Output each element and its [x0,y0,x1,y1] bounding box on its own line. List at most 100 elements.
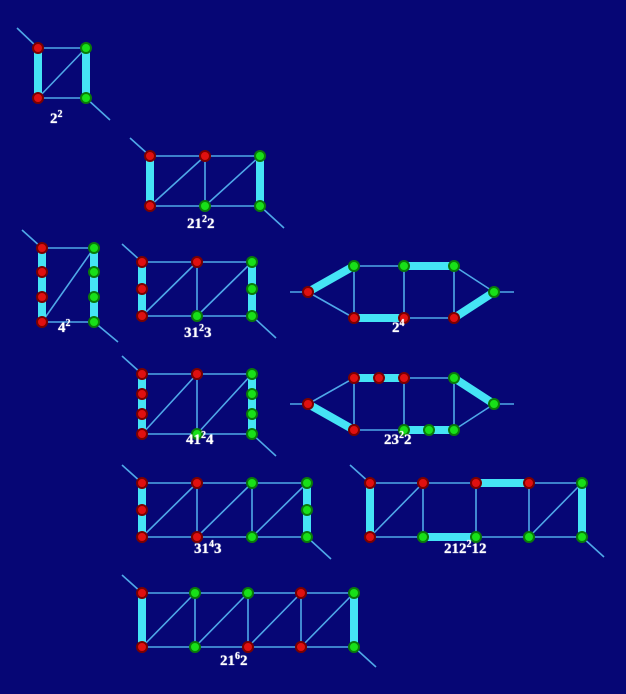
node-green [301,531,313,543]
node-green [254,150,266,162]
node-green [348,260,360,272]
node-red [348,372,360,384]
node-green [246,428,258,440]
node-green [576,477,588,489]
node-red [295,587,307,599]
label-superscript: 4 [399,318,405,329]
figure-41-2-4 [121,355,318,464]
node-red [523,477,535,489]
nodes [36,242,100,328]
figure-label-212-2-12: 212212 [444,539,487,558]
node-red [191,256,203,268]
thick-edges [306,262,497,322]
figure-label-2-2: 22 [50,110,63,128]
node-green [246,256,258,268]
node-red [295,641,307,653]
label-tail: 3 [204,325,212,341]
label-tail: 2 [207,216,215,232]
node-green [246,310,258,322]
node-red [36,316,48,328]
node-green [417,531,429,543]
node-red [398,372,410,384]
node-green [448,372,460,384]
label-tail: 2 [240,653,248,669]
node-red [191,477,203,489]
node-red [348,312,360,324]
thin-edges [141,373,253,435]
node-green [254,200,266,212]
node-green [348,587,360,599]
node-green [448,424,460,436]
nodes [136,256,258,322]
figure-label-2-4: 24 [392,318,405,337]
node-red [136,256,148,268]
nodes [302,372,500,436]
label-superscript: 2 [466,539,472,550]
label-superscript: 2 [65,318,71,329]
label-base: 21 [220,653,235,669]
node-red [364,531,376,543]
node-red [136,388,148,400]
node-green [246,388,258,400]
node-green [88,291,100,303]
figure-212-2-12 [349,464,606,573]
thick-edges [366,479,586,541]
node-green [242,587,254,599]
figure-23-2-2 [286,362,526,452]
label-base: 2 [392,320,400,336]
node-green [80,42,92,54]
figure-21-2-2 [129,137,326,246]
nodes [136,368,258,440]
node-green [576,531,588,543]
node-green [448,260,460,272]
node-red [191,368,203,380]
node-red [144,150,156,162]
node-green [246,531,258,543]
label-base: 41 [186,432,201,448]
node-green [88,316,100,328]
label-superscript: 2 [199,323,204,334]
node-red [302,286,314,298]
figure-31-4-3 [121,464,368,573]
node-green [246,408,258,420]
node-green [423,424,435,436]
node-green [88,266,100,278]
nodes [144,150,266,212]
label-base: 31 [184,325,199,341]
thick-edges [138,374,256,434]
nodes [302,260,500,324]
node-red [136,477,148,489]
figure-label-23-2-2: 2322 [384,431,412,449]
label-base: 2 [50,111,58,127]
node-green [301,504,313,516]
thin-edges [307,377,495,431]
node-green [523,531,535,543]
figure-label-21-2-2: 2122 [187,215,215,233]
node-red [32,42,44,54]
node-green [199,200,211,212]
node-red [136,641,148,653]
label-superscript: 6 [235,651,240,662]
tails [121,464,332,560]
nodes [136,477,313,543]
label-tail: 4 [206,432,214,448]
thin-edges [141,482,308,538]
thick-edges [146,156,264,206]
figure-21-6-2 [121,574,378,683]
node-red [398,312,410,324]
label-base: 23 [384,432,399,448]
node-red [373,372,385,384]
node-green [189,587,201,599]
node-red [136,531,148,543]
node-red [302,398,314,410]
figure-label-41-2-4: 4124 [186,431,214,449]
figure-label-4-2: 42 [58,318,71,337]
node-red [136,587,148,599]
node-green [88,242,100,254]
thin-edges [141,261,253,317]
node-green [246,283,258,295]
node-red [199,150,211,162]
node-red [136,408,148,420]
thick-edges [138,593,358,647]
thick-edges [38,248,98,322]
